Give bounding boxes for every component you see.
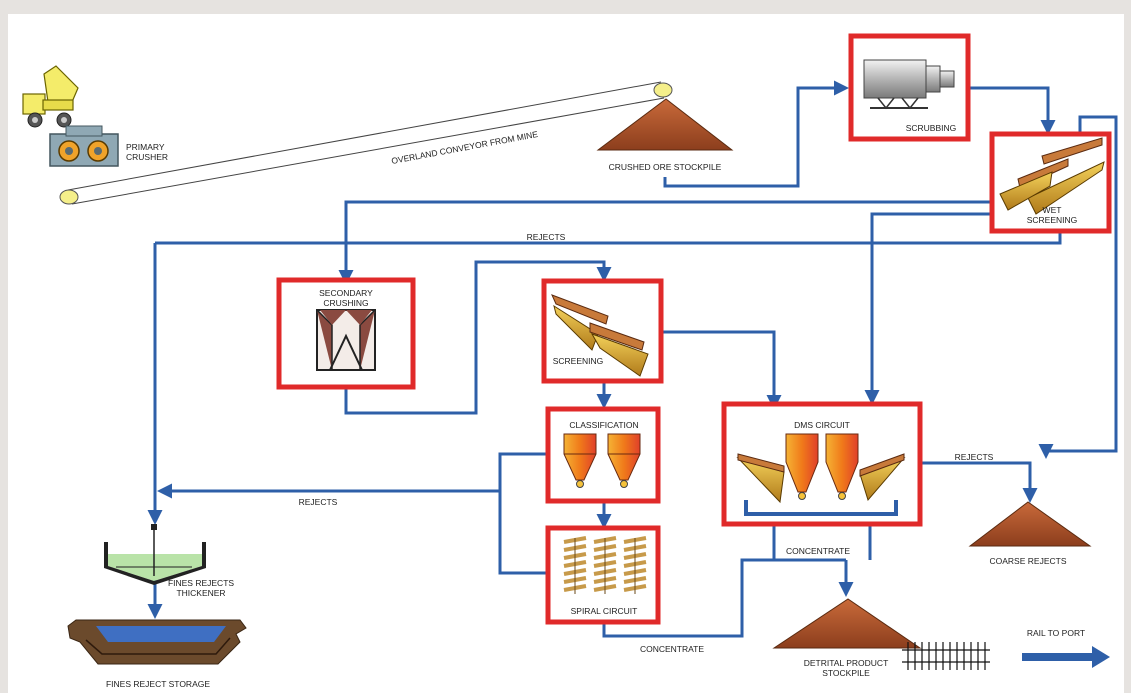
dms-collector-pipe bbox=[744, 500, 898, 516]
classification-label: CLASSIFICATION bbox=[569, 420, 638, 430]
cyclone-icon bbox=[563, 433, 597, 488]
vibrating-screen-icon bbox=[736, 453, 785, 504]
storage-pond-icon bbox=[67, 619, 247, 665]
vibrating-screen-icon bbox=[551, 294, 649, 377]
scrubbing-label: SCRUBBING bbox=[906, 123, 957, 133]
rejects-dms-label: REJECTS bbox=[955, 452, 994, 462]
thickener-icon bbox=[104, 524, 206, 585]
fines-reject-storage-label: FINES REJECT STORAGE bbox=[106, 679, 210, 689]
overland-conveyor-label: OVERLAND CONVEYOR FROM MINE bbox=[391, 129, 539, 166]
detrital-product-stockpile-icon bbox=[772, 598, 922, 649]
crushed-ore-stockpile-label: CRUSHED ORE STOCKPILE bbox=[609, 162, 722, 172]
cyclone-icon bbox=[607, 433, 641, 488]
cyclone-icon bbox=[785, 433, 819, 500]
spiral-concentrator-icon bbox=[623, 536, 647, 594]
vibrating-screen-icon bbox=[999, 137, 1105, 215]
rail-track-icon bbox=[902, 642, 990, 670]
coarse-rejects-stockpile-icon bbox=[968, 501, 1092, 547]
dump-truck-icon bbox=[22, 65, 79, 128]
jaw-crusher-icon bbox=[49, 125, 119, 167]
coarse-rejects-label: COARSE REJECTS bbox=[990, 556, 1067, 566]
rail-to-port-label: RAIL TO PORT bbox=[1027, 628, 1085, 638]
overland-conveyor-icon bbox=[59, 81, 673, 205]
spiral-concentrator-icon bbox=[593, 536, 617, 594]
rotary-scrubber-icon bbox=[863, 59, 955, 110]
spiral-concentrator-icon bbox=[563, 536, 587, 594]
concentrate-bottom-label: CONCENTRATE bbox=[640, 644, 704, 654]
spiral-circuit-label: SPIRAL CIRCUIT bbox=[571, 606, 638, 616]
cyclone-icon bbox=[825, 433, 859, 500]
rail-to-port-arrow-icon bbox=[1022, 646, 1110, 668]
dms-circuit-label: DMS CIRCUIT bbox=[794, 420, 850, 430]
concentrate-dms-label: CONCENTRATE bbox=[786, 546, 850, 556]
cone-crusher-icon bbox=[316, 309, 376, 371]
vibrating-screen-icon bbox=[859, 453, 906, 502]
screening-label: SCREENING bbox=[553, 356, 604, 366]
rejects-top-label: REJECTS bbox=[527, 232, 566, 242]
rejects-left-label: REJECTS bbox=[299, 497, 338, 507]
crushed-ore-stockpile-icon bbox=[596, 98, 734, 151]
